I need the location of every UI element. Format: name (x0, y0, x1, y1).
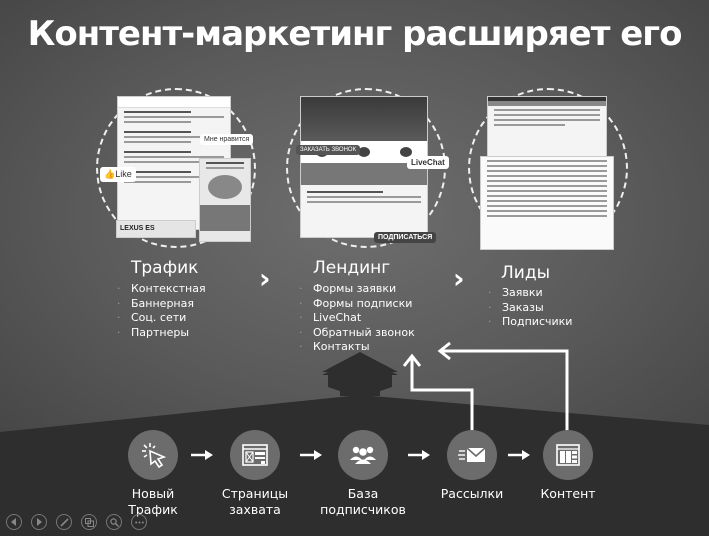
magnifier-icon (109, 517, 119, 527)
landing-page-screenshot (300, 96, 428, 238)
list-item: Формы заявки (299, 282, 415, 297)
livechat-badge: LiveChat (407, 156, 449, 169)
list-item: Контекстная (117, 282, 205, 297)
content-layout-icon (556, 444, 580, 466)
leads-list-screenshot (480, 156, 614, 250)
flow-node-capture-pages (230, 430, 280, 480)
see-all-slides-button[interactable] (81, 514, 97, 530)
more-icon (134, 521, 144, 523)
more-options-button[interactable] (131, 514, 147, 530)
arrow-right-icon (37, 518, 42, 526)
list-item: Формы подписки (299, 297, 415, 312)
list-item: Контакты (299, 340, 415, 355)
traffic-list: Контекстная Баннерная Соц. сети Партнеры (117, 282, 206, 341)
slides-icon (84, 517, 94, 527)
list-item: Заказы (488, 301, 572, 316)
list-item: Заявки (488, 286, 572, 301)
flow-label-subscribers-base: База подписчиков (320, 486, 406, 517)
leads-list: Заявки Заказы Подписчики (488, 286, 573, 330)
envelope-fast-icon (458, 447, 486, 462)
web-form-icon (242, 444, 268, 466)
flow-arrow-icon (408, 450, 430, 460)
list-item: Соц. сети (117, 311, 206, 326)
cursor-click-icon (142, 443, 167, 469)
next-slide-button[interactable] (31, 514, 47, 530)
flow-arrow-icon (508, 450, 530, 460)
return-arrow-1 (410, 358, 474, 434)
traffic-circle (96, 88, 256, 248)
landing-list: Формы заявки Формы подписки LiveChat Обр… (299, 282, 415, 355)
like-badge: 👍Like (100, 167, 136, 182)
leads-title: Лиды (501, 263, 551, 283)
flow-node-content (543, 430, 593, 480)
list-item: Подписчики (488, 315, 573, 330)
flow-label-mailings: Рассылки (440, 486, 504, 501)
list-item: Партнеры (117, 326, 206, 341)
pen-icon (59, 517, 69, 527)
list-item: Обратный звонок (299, 326, 415, 341)
subscribe-badge: ПОДПИСАТЬСЯ (374, 232, 437, 243)
flow-node-mailings (447, 430, 497, 480)
flow-arrow-icon (191, 450, 213, 460)
flow-arrow-icon (300, 450, 322, 460)
callback-badge: ЗАКАЗАТЬ ЗВОНОК (296, 145, 361, 155)
banner-ad (199, 158, 251, 242)
previous-slide-button[interactable] (6, 514, 22, 530)
slide-title: Контент-маркетинг расширяет его (27, 14, 683, 54)
zoom-button[interactable] (106, 514, 122, 530)
arrow-left-icon (11, 518, 16, 526)
chevron-right-icon: › (259, 262, 271, 295)
lexus-banner: LEXUS ES (116, 220, 196, 238)
flow-node-subscribers-base (338, 430, 388, 480)
return-arrow-2 (442, 349, 569, 434)
slideshow-controls (6, 514, 147, 530)
flow-label-new-traffic: Новый Трафик (128, 486, 178, 517)
flow-label-capture-pages: Страницы захвата (221, 486, 289, 517)
chevron-right-icon: › (453, 262, 465, 295)
list-item: Баннерная (117, 297, 206, 312)
pen-button[interactable] (56, 514, 72, 530)
users-group-icon (350, 446, 376, 464)
flow-node-new-traffic (128, 430, 178, 480)
flow-label-content: Контент (540, 486, 596, 501)
ad-badge: Мне нравится (200, 134, 254, 145)
leads-table-screenshot (487, 96, 607, 158)
traffic-title: Трафик (131, 258, 199, 278)
list-item: LiveChat (299, 311, 415, 326)
landing-title: Лендинг (313, 258, 391, 278)
